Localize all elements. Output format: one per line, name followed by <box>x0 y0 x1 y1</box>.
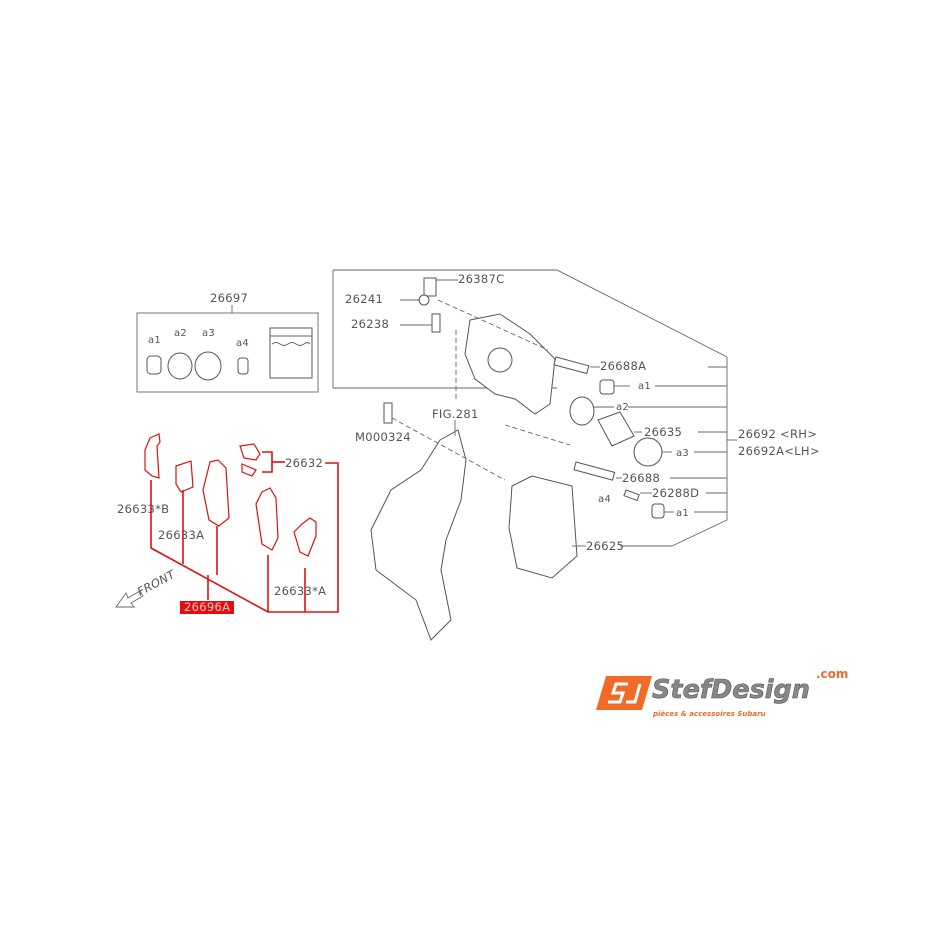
outer-pad-part <box>255 487 279 551</box>
knuckle-part <box>370 429 467 641</box>
label-a1-top: a1 <box>638 381 651 392</box>
boot-part <box>146 355 162 375</box>
label-26238: 26238 <box>351 317 389 331</box>
pad-group[interactable]: 26632 26633*B 26633A 26633*A 26696A FRON… <box>115 433 339 614</box>
front-label: FRONT <box>135 567 178 599</box>
shim-a-part <box>175 460 194 493</box>
shim-b-part <box>144 433 161 479</box>
support-part <box>508 475 578 579</box>
inner-pad-part <box>202 459 230 527</box>
label-26692a-lh: 26692A<LH> <box>738 444 820 458</box>
clip-part <box>239 443 261 477</box>
label-a3: a3 <box>676 448 689 459</box>
kit-26697[interactable]: 26697 a1 a2 a3 a4 <box>136 291 319 393</box>
logo-domain: .com <box>816 667 848 681</box>
bleeder-part <box>431 313 441 333</box>
label-26692-rh: 26692 <RH> <box>738 427 817 441</box>
pin-part <box>237 357 249 375</box>
part-label-26696a[interactable]: 26696A <box>184 600 230 614</box>
boot-part <box>599 379 615 395</box>
seal-part <box>569 396 595 426</box>
label-26288d: 26288D <box>652 486 699 500</box>
label-26625: 26625 <box>586 539 624 553</box>
cap-part <box>418 294 430 306</box>
logo-monogram <box>608 682 642 704</box>
label-26688a: 26688A <box>600 359 646 373</box>
logo-tagline: pièces & accessoires Subaru <box>652 710 766 718</box>
grease-pack <box>269 327 313 379</box>
bolt-part <box>423 277 437 297</box>
kit-item-a4: a4 <box>236 338 249 349</box>
label-fig281[interactable]: FIG.281 <box>432 407 479 421</box>
part-label-26633a: 26633A <box>158 528 204 542</box>
kit-item-a2: a2 <box>174 328 187 339</box>
logo-brand: StefDesign <box>652 675 810 705</box>
caliper-group[interactable]: 26387C 26241 26238 26688A a1 a2 26635 26… <box>332 269 820 641</box>
kit-item-a3: a3 <box>202 328 215 339</box>
highlight-bar <box>180 601 234 614</box>
pin-bolt-a-part <box>553 356 590 375</box>
bolt-m-part <box>383 402 393 424</box>
kit-box <box>136 312 319 393</box>
part-label-26633-star-a: 26633*A <box>274 584 326 598</box>
pin-part <box>623 489 640 502</box>
label-26688: 26688 <box>622 471 660 485</box>
part-label-26633-b: 26633*B <box>117 502 169 516</box>
part-label-26632: 26632 <box>285 456 323 470</box>
shim-star-a-part <box>293 517 317 557</box>
label-m000324: M000324 <box>355 430 411 444</box>
seal-ring-part <box>167 352 193 380</box>
seal-ring-part <box>194 351 222 381</box>
seal-a3-part <box>633 437 663 467</box>
front-arrow-icon <box>115 590 144 608</box>
pin-bolt-part <box>573 461 616 481</box>
label-a2: a2 <box>616 402 629 413</box>
label-a4: a4 <box>598 494 611 505</box>
kit-item-a1: a1 <box>148 335 161 346</box>
label-26387c: 26387C <box>458 272 504 286</box>
label-a1-bottom: a1 <box>676 508 689 519</box>
boot-part <box>651 503 665 519</box>
kit-number: 26697 <box>210 291 248 305</box>
label-26635: 26635 <box>644 425 682 439</box>
stefdesign-logo: StefDesign .com pièces & accessoires Sub… <box>596 667 848 718</box>
label-26241: 26241 <box>345 292 383 306</box>
piston-part <box>597 411 635 447</box>
